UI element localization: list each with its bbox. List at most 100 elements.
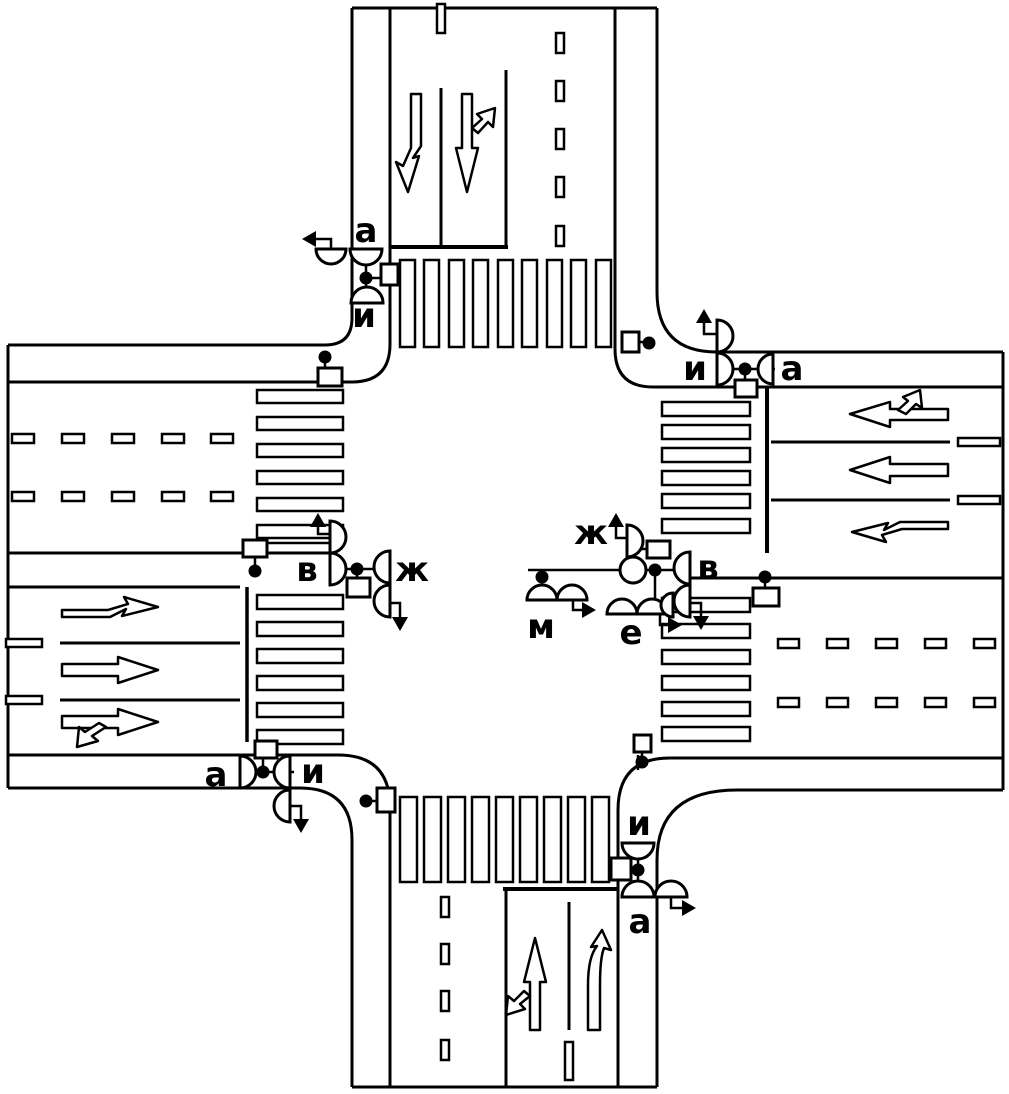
- pedestrian-signal: [620, 879, 656, 899]
- arrow-shaft: [702, 321, 717, 336]
- crosswalk-stripe: [398, 795, 419, 884]
- lane-dash: [439, 942, 451, 966]
- crosswalk-stripe: [660, 622, 752, 640]
- controller-box: [241, 538, 269, 559]
- lane-markings: [8, 70, 1003, 1087]
- lane-dash: [554, 79, 566, 103]
- label-top-right-i: и: [683, 349, 707, 389]
- lane-dash: [956, 436, 1002, 448]
- detector-dot: [642, 336, 656, 350]
- controller-box: [733, 378, 759, 399]
- crosswalk-stripe: [494, 795, 515, 884]
- lane-dash: [874, 637, 899, 650]
- arrow-shaft: [390, 601, 402, 617]
- lane-dash: [110, 490, 136, 503]
- pedestrian-signal: [348, 247, 384, 267]
- arrow-shaft: [669, 897, 682, 910]
- crosswalk-stripe: [255, 442, 345, 459]
- crosswalk-stripe: [590, 795, 611, 884]
- arrow-shaft: [314, 237, 333, 249]
- crosswalk-stripe: [255, 674, 345, 692]
- arrow-head-up: [696, 309, 712, 323]
- lane-dash: [972, 696, 997, 709]
- lane-arrow-straight: [848, 455, 950, 485]
- lane-dash: [10, 490, 36, 503]
- lane-arrows: [60, 92, 950, 1032]
- signal-labels: а и и а в ж ж в м е а и и а: [205, 211, 804, 942]
- crosswalks: [255, 258, 752, 884]
- crosswalk-stripe: [255, 469, 345, 486]
- lane-arrow-straight: [522, 936, 548, 1032]
- lane-dash: [4, 694, 44, 706]
- traffic-signal: [328, 551, 348, 587]
- pedestrian-signal: [272, 788, 292, 824]
- crosswalk-stripe: [660, 423, 752, 441]
- arrow-head-left: [302, 231, 316, 247]
- arrow-shaft: [690, 601, 703, 616]
- lane-dash: [60, 432, 86, 445]
- arrow-shaft: [290, 804, 303, 819]
- lane-dash: [972, 637, 997, 650]
- crosswalk-stripe: [255, 593, 345, 611]
- crosswalk-stripe: [660, 674, 752, 692]
- signal-arrows: [290, 231, 717, 916]
- arrow-head-down: [293, 819, 309, 833]
- crosswalk-stripe: [660, 725, 752, 743]
- lane-dash: [923, 696, 948, 709]
- lane-arrow-branch: [75, 721, 108, 749]
- lane-arrow-straight: [454, 92, 480, 194]
- lane-dash: [435, 2, 447, 35]
- detector-dot: [758, 570, 772, 584]
- lane-dash: [825, 637, 850, 650]
- label-east-v: в: [697, 548, 719, 588]
- detector-dot: [535, 570, 549, 584]
- arrow-head-right: [682, 900, 696, 916]
- controller-box: [379, 262, 400, 287]
- controller-box: [645, 539, 672, 560]
- lane-arrow-straight: [60, 707, 160, 737]
- arrow-shaft: [614, 526, 627, 540]
- detector-dot: [350, 562, 364, 576]
- controller-box: [751, 586, 781, 608]
- crosswalk-stripe: [255, 620, 345, 638]
- lane-arrow-branch: [504, 989, 532, 1017]
- controller-box: [609, 856, 633, 882]
- traffic-signal: [625, 523, 645, 559]
- crosswalk-stripe: [255, 496, 345, 513]
- label-top-left-a: а: [355, 211, 378, 251]
- detector-dot: [738, 362, 752, 376]
- crosswalk-stripe: [660, 446, 752, 464]
- controller-box: [620, 330, 641, 354]
- lane-dash: [160, 490, 186, 503]
- sw-outer-curb: [8, 786, 354, 1087]
- arrow-head-down: [392, 617, 408, 631]
- lane-dash: [554, 127, 566, 151]
- crosswalk-stripe: [255, 388, 345, 405]
- lane-dash: [874, 696, 899, 709]
- lane-dash: [4, 637, 44, 649]
- lane-dash: [776, 696, 801, 709]
- crosswalk-stripe: [255, 701, 345, 719]
- sw-inner-curb: [8, 753, 392, 1087]
- lane-dash: [923, 637, 948, 650]
- se-inner-curb: [616, 756, 1003, 1087]
- se-outer-curb: [655, 788, 1003, 1087]
- detector-dot: [256, 765, 270, 779]
- arrow-shaft: [658, 614, 668, 627]
- nw-inner-curb: [8, 8, 392, 384]
- label-center-m: м: [527, 607, 555, 647]
- lane-arrow-turn: [850, 520, 950, 544]
- arrow-shaft: [316, 526, 330, 536]
- lane-dash: [439, 1038, 451, 1062]
- controller-box: [253, 739, 279, 760]
- detector-dot: [248, 564, 262, 578]
- lane-dash: [563, 1040, 575, 1082]
- arrow-head-up: [310, 513, 326, 527]
- pedestrian-signal: [672, 550, 692, 586]
- pedestrian-signal: [272, 754, 292, 790]
- detector-dot: [631, 863, 645, 877]
- detector-dot: [635, 755, 649, 769]
- lane-dash: [10, 432, 36, 445]
